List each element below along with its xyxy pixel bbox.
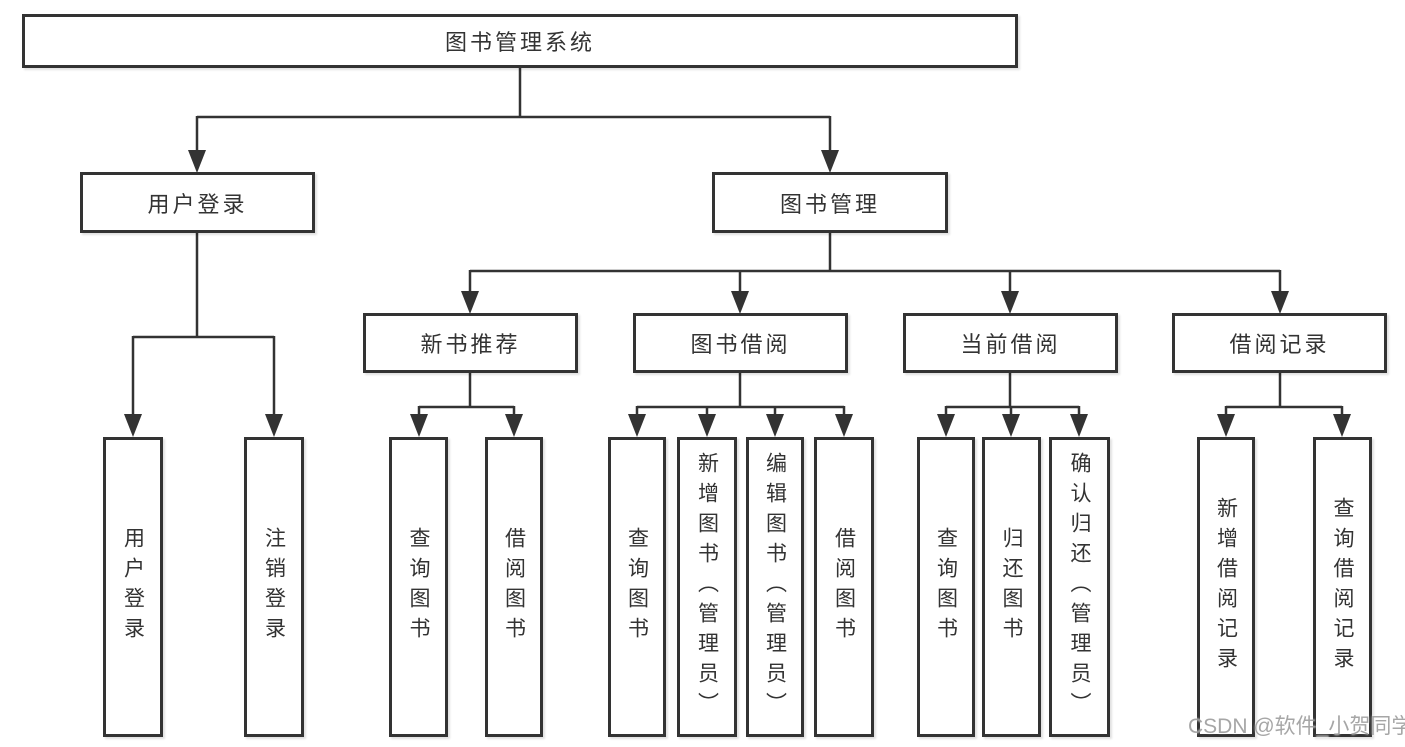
leaf-query-books-current: 查询图书 (917, 437, 975, 737)
leaf-label: 归还图书 (1000, 527, 1023, 647)
leaf-label: 查询图书 (407, 527, 430, 647)
leaf-label: 用户登录 (121, 527, 145, 647)
leaf-label: 新增图书（管理员） (695, 452, 719, 722)
leaf-borrow-books-borrowing: 借阅图书 (814, 437, 874, 737)
leaf-query-books-recommend: 查询图书 (389, 437, 448, 737)
leaf-add-borrow-record: 新增借阅记录 (1197, 437, 1255, 737)
leaf-query-books-borrowing: 查询图书 (608, 437, 666, 737)
arrowheads (124, 150, 1351, 437)
node-book-management: 图书管理 (712, 172, 948, 233)
node-label: 图书管理 (779, 191, 880, 217)
node-book-borrowing: 图书借阅 (633, 313, 848, 373)
node-new-book-recommendation: 新书推荐 (363, 313, 578, 373)
leaf-label: 查询图书 (934, 527, 958, 647)
leaf-label: 新增借阅记录 (1214, 497, 1238, 677)
node-label: 借阅记录 (1229, 332, 1330, 357)
node-label: 新书推荐 (420, 332, 521, 357)
leaf-label: 查询图书 (625, 527, 649, 647)
node-label: 图书借阅 (690, 332, 791, 357)
node-user-login: 用户登录 (80, 172, 315, 233)
node-library-management-system: 图书管理系统 (22, 14, 1018, 68)
leaf-edit-books-admin: 编辑图书（管理员） (746, 437, 804, 737)
leaf-user-login: 用户登录 (103, 437, 163, 737)
leaf-label: 查询借阅记录 (1331, 497, 1354, 677)
leaf-label: 借阅图书 (502, 527, 526, 647)
leaf-label: 借阅图书 (832, 527, 856, 647)
leaf-confirm-return-admin: 确认归还（管理员） (1049, 437, 1110, 737)
node-label: 当前借阅 (960, 332, 1061, 357)
leaf-return-books: 归还图书 (982, 437, 1041, 737)
leaf-label: 编辑图书（管理员） (763, 452, 787, 722)
leaf-logout: 注销登录 (244, 437, 304, 737)
node-label: 图书管理系统 (444, 30, 595, 55)
leaf-borrow-books-recommend: 借阅图书 (485, 437, 543, 737)
node-label: 用户登录 (147, 191, 248, 217)
csdn-watermark: CSDN @软件_小贺同学 (1188, 715, 1405, 738)
leaf-label: 注销登录 (262, 527, 286, 647)
leaf-add-books-admin: 新增图书（管理员） (677, 437, 737, 737)
leaf-query-borrow-record: 查询借阅记录 (1313, 437, 1372, 737)
leaf-label: 确认归还（管理员） (1068, 452, 1091, 722)
node-borrowing-records: 借阅记录 (1172, 313, 1387, 373)
node-current-borrowing: 当前借阅 (903, 313, 1118, 373)
